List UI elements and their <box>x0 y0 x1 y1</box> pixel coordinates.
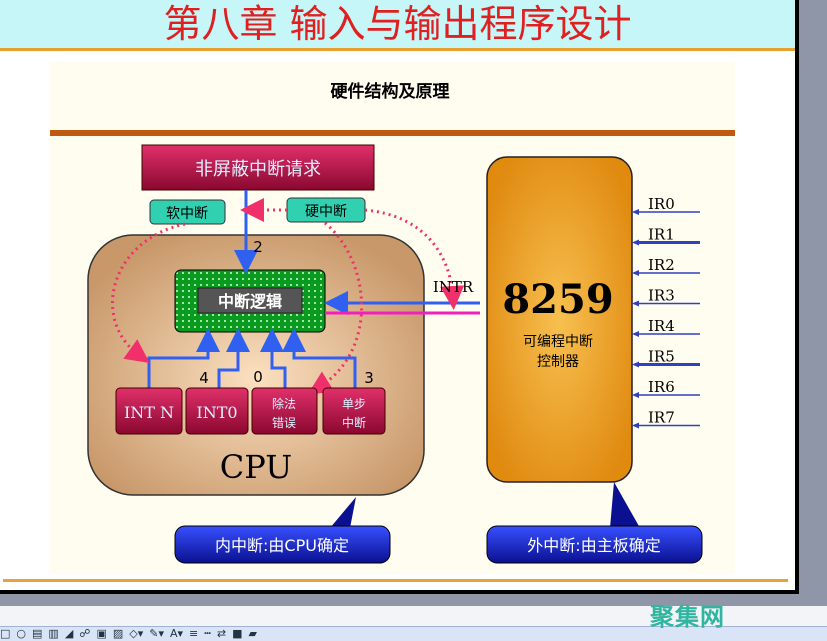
ir-label: IR0 <box>648 195 675 213</box>
int0-box: INT0 <box>185 387 249 435</box>
single-step-line2: 中断 <box>342 415 366 430</box>
title-band: 第八章 输入与输出程序设计 <box>0 0 795 51</box>
oval-icon[interactable]: ○ <box>16 627 27 640</box>
ir-label: IR6 <box>648 378 675 396</box>
shadow-icon[interactable]: ■ <box>232 627 243 640</box>
single-step-line1: 单步 <box>342 397 366 411</box>
workspace-background <box>0 594 827 606</box>
priority-4: 4 <box>199 369 209 387</box>
ir-label: IR2 <box>648 256 675 274</box>
wordart-icon[interactable]: ◢ <box>64 627 74 640</box>
ir-arrowhead <box>632 270 639 276</box>
font-color-icon[interactable]: A▾ <box>169 627 184 640</box>
divide-error-line2: 错误 <box>272 416 296 430</box>
ir-label: IR5 <box>648 348 675 366</box>
hard-interrupt-label: 硬中断 <box>305 204 347 220</box>
priority-0: 0 <box>253 368 263 386</box>
chip-desc-line1: 可编程中断 <box>523 334 593 350</box>
arrow-style-icon[interactable]: ⇄ <box>216 627 227 640</box>
callout-internal-text: 内中断:由CPU确定 <box>215 536 349 555</box>
diagram-icon[interactable]: ☍ <box>79 627 91 640</box>
clipart-icon[interactable]: ▣ <box>96 627 107 640</box>
vertical-textbox-icon[interactable]: ▥ <box>48 627 59 640</box>
fill-color-icon[interactable]: ◇▾ <box>129 627 144 640</box>
picture-icon[interactable]: ▨ <box>112 627 124 640</box>
slide-title: 第八章 输入与输出程序设计 <box>163 2 632 46</box>
watermark: 聚集网 <box>650 603 725 631</box>
notes-area[interactable] <box>0 606 827 626</box>
line-style-icon[interactable]: ≡ <box>189 627 199 640</box>
divider <box>3 579 788 582</box>
single-step-box: 单步 中断 <box>322 387 386 435</box>
3d-icon[interactable]: ▰ <box>248 627 257 640</box>
soft-interrupt-box <box>149 199 226 225</box>
chip-8259 <box>486 156 633 483</box>
ir-arrowhead <box>632 392 639 398</box>
int-n-box: INT N <box>115 387 183 435</box>
rectangle-icon[interactable]: □ <box>0 627 11 640</box>
cpu-label: CPU <box>220 448 292 486</box>
divide-error-box: 除法 错误 <box>251 387 318 435</box>
callout-internal: 内中断:由CPU确定 <box>174 497 391 564</box>
divide-error-line1: 除法 <box>272 396 296 411</box>
intr-label: INTR <box>433 278 474 296</box>
ir-arrowhead <box>632 300 639 307</box>
panel-divider <box>50 130 735 136</box>
ir-arrowhead <box>632 422 639 429</box>
ir-label: IR4 <box>648 317 675 335</box>
nmi-request-label: 非屏蔽中断请求 <box>195 159 321 180</box>
chip-desc-line2: 控制器 <box>537 354 579 370</box>
ir-label: IR7 <box>648 409 675 427</box>
drawing-toolbar: □ ○ ▤ ▥ ◢ ☍ ▣ ▨ ◇▾ ✎▾ A▾ ≡ ┅ ⇄ ■ ▰ <box>0 626 827 641</box>
interrupt-diagram: 硬件结构及原理 CPU 非屏蔽中断请求 软中断 硬中断 中断逻辑 2 4 0 3… <box>50 81 735 564</box>
int0-label: INT0 <box>196 403 237 422</box>
dash-style-icon[interactable]: ┅ <box>204 627 211 640</box>
interrupt-logic-label: 中断逻辑 <box>218 292 282 311</box>
int-n-label: INT N <box>124 403 174 422</box>
nmi-request-box <box>141 144 375 191</box>
ir-label: IR3 <box>648 287 675 305</box>
ir-arrowhead <box>632 331 639 337</box>
textbox-icon[interactable]: ▤ <box>32 627 43 640</box>
interrupt-logic-plate <box>197 287 303 314</box>
ir-arrowhead <box>632 361 639 368</box>
priority-3: 3 <box>364 369 374 387</box>
panel-subtitle: 硬件结构及原理 <box>331 81 450 102</box>
soft-interrupt-label: 软中断 <box>166 206 208 222</box>
chip-label: 8259 <box>502 276 613 323</box>
ir-label: IR1 <box>648 226 675 244</box>
line-color-icon[interactable]: ✎▾ <box>149 627 164 640</box>
callout-external-text: 外中断:由主板确定 <box>527 536 660 555</box>
dotted-arrows <box>111 198 465 395</box>
callout-external: 外中断:由主板确定 <box>486 482 703 564</box>
ir-arrowhead <box>632 239 639 246</box>
priority-2: 2 <box>253 238 263 256</box>
ir-arrowhead <box>632 209 639 215</box>
